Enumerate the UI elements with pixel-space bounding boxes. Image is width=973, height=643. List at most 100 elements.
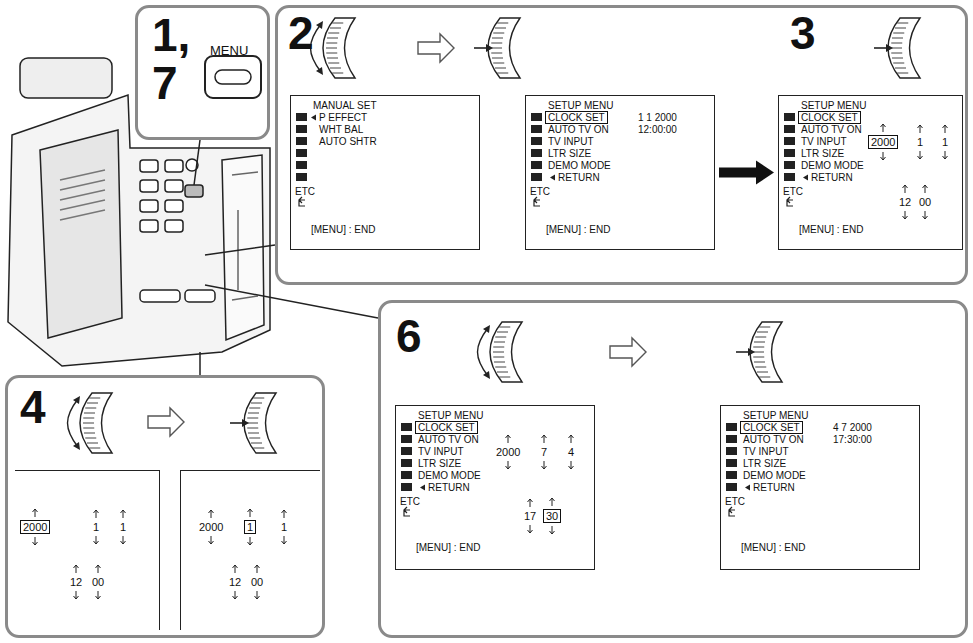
menu-text: CLOCK SET — [798, 111, 861, 124]
menu-text: DEMO MODE — [548, 160, 611, 171]
menu-text: [MENU] : END — [741, 542, 805, 553]
menu-text: P EFFECT — [319, 112, 367, 123]
menu-text: 00 — [251, 576, 263, 588]
menu-text: ETC — [783, 186, 803, 197]
menu-text: TV INPUT — [548, 136, 594, 147]
up-arrow — [74, 565, 79, 573]
menu-icon — [296, 137, 307, 145]
menu-text: ETC — [400, 496, 420, 507]
menu-text: 2000 — [868, 135, 898, 149]
up-arrow — [542, 435, 547, 443]
up-arrow — [528, 499, 533, 507]
menu-text: [MENU] : END — [416, 542, 480, 553]
menu-text: 1 — [942, 136, 948, 148]
step-label: 1, — [152, 12, 190, 58]
menu-text: 7 — [541, 446, 547, 458]
menu-text: 1 — [244, 520, 256, 534]
menu-text: CLOCK SET — [415, 421, 478, 434]
down-arrow — [121, 536, 126, 544]
menu-text: [MENU] : END — [311, 224, 375, 235]
menu-text: 17:30:00 — [833, 434, 872, 445]
menu-text: RETURN — [558, 172, 600, 183]
menu-text: AUTO SHTR — [319, 136, 377, 147]
menu-icon — [726, 471, 737, 479]
menu-text: LTR SIZE — [801, 148, 844, 159]
down-arrow — [94, 536, 99, 544]
flow-arrow-shape — [719, 161, 774, 185]
menu-text: SETUP MENU — [743, 410, 808, 421]
up-arrow — [943, 125, 948, 133]
menu-text: LTR SIZE — [548, 148, 591, 159]
step-label: 7 — [152, 60, 178, 106]
menu-icon — [726, 447, 737, 455]
menu-icon — [531, 137, 542, 145]
menu-icon — [531, 113, 542, 121]
up-arrow — [282, 510, 287, 518]
menu-text: 1 — [917, 136, 923, 148]
down-arrow — [506, 461, 511, 469]
menu-text: MANUAL SET — [313, 100, 377, 111]
menu-text: AUTO TV ON — [418, 434, 479, 445]
lcd-door — [40, 130, 122, 338]
step-label: 2 — [288, 10, 314, 56]
menu-icon — [401, 483, 412, 491]
return-icon — [299, 197, 305, 206]
return-icon — [787, 197, 793, 206]
step-arrow — [148, 408, 184, 436]
menu-icon — [296, 161, 307, 169]
control-dial — [736, 322, 782, 382]
cursor-marker — [803, 175, 808, 181]
menu-text: 00 — [919, 196, 931, 208]
cursor-marker — [745, 485, 750, 491]
menu-icon — [401, 459, 412, 467]
menu-text: DEMO MODE — [743, 470, 806, 481]
down-arrow — [233, 591, 238, 599]
menu-text: 17 — [524, 510, 536, 522]
menu-icon — [296, 173, 307, 181]
menu-icon — [784, 161, 795, 169]
up-arrow — [33, 509, 38, 517]
menu-text: ETC — [725, 496, 745, 507]
screen-symbols — [15, 471, 159, 630]
up-arrow — [233, 565, 238, 573]
menu-icon — [726, 423, 737, 431]
lcd-screen-detail: 2000111200 — [15, 470, 160, 630]
menu-text: SETUP MENU — [418, 410, 483, 421]
menu-text: WHT BAL — [319, 124, 363, 135]
step-label: 3 — [790, 10, 816, 56]
step-panel: 23MANUAL SETP EFFECTWHT BALAUTO SHTRETC[… — [275, 5, 968, 285]
menu-icon — [401, 471, 412, 479]
menu-text: [MENU] : END — [546, 224, 610, 235]
menu-text: 30 — [543, 509, 561, 523]
control-dial — [474, 18, 520, 78]
step-panel: 1,7MENU — [135, 5, 270, 140]
menu-icon — [531, 149, 542, 157]
leader-line — [194, 140, 378, 375]
menu-icon — [784, 137, 795, 145]
menu-text: TV INPUT — [801, 136, 847, 147]
step-panel: 6SETUP MENUCLOCK SETAUTO TV ONTV INPUT20… — [378, 300, 968, 638]
menu-icon — [531, 161, 542, 169]
cursor-marker — [550, 175, 555, 181]
menu-text: 4 — [568, 446, 574, 458]
menu-icon — [784, 125, 795, 133]
up-arrow — [96, 565, 101, 573]
lcd-screen: MANUAL SETP EFFECTWHT BALAUTO SHTRETC[ME… — [290, 95, 480, 250]
menu-icon — [401, 423, 412, 431]
screen-symbols — [181, 471, 320, 630]
menu-icon — [726, 459, 737, 467]
menu-text: DEMO MODE — [418, 470, 481, 481]
return-icon — [534, 197, 540, 206]
return-icon — [729, 507, 735, 516]
down-arrow — [209, 536, 214, 544]
control-dial — [68, 393, 113, 453]
control-dial — [874, 18, 920, 78]
grip-strap — [232, 172, 258, 300]
menu-icon — [726, 435, 737, 443]
down-arrow — [255, 591, 260, 599]
step-arrow — [418, 34, 454, 62]
lcd-screen: SETUP MENUCLOCK SET4 7 2000AUTO TV ON17:… — [720, 405, 920, 570]
camcorder-body — [8, 95, 270, 366]
